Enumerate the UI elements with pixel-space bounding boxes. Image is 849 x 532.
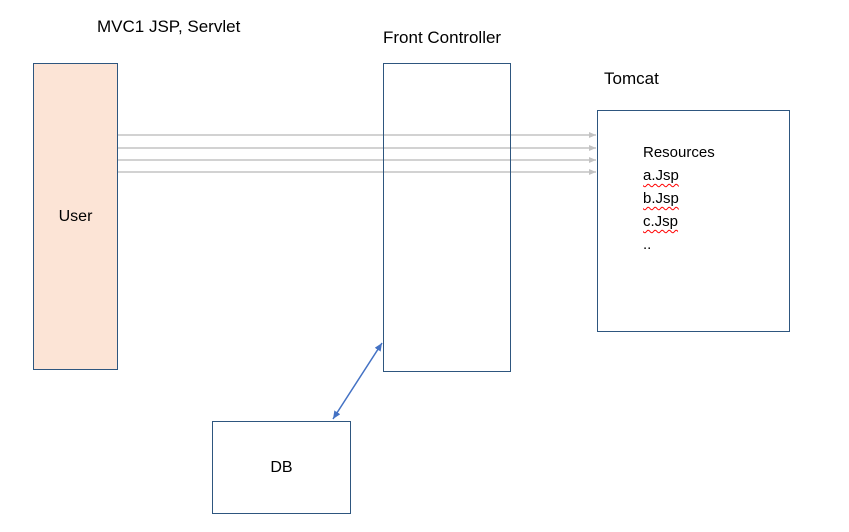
resource-item: c.Jsp (643, 213, 679, 230)
resource-item: a.Jsp (643, 167, 679, 184)
db-box-label: DB (270, 458, 293, 476)
front-controller-label: Front Controller (383, 28, 502, 47)
user-box-label: User (58, 207, 93, 225)
resource-item: Resources (643, 144, 715, 161)
db-box: DB (212, 421, 351, 514)
resource-list: Resources a.Jsp b.Jsp c.Jsp.. (643, 141, 715, 256)
front-controller-box (383, 63, 511, 372)
resource-item: .. (643, 236, 652, 253)
tomcat-label: Tomcat (604, 69, 659, 88)
user-box: User (33, 63, 118, 370)
resource-item: b.Jsp (643, 190, 679, 207)
tomcat-box: Resources a.Jsp b.Jsp c.Jsp.. (597, 110, 790, 332)
diagram-title: MVC1 JSP, Servlet (97, 17, 241, 36)
db-connection-arrow (332, 342, 383, 420)
